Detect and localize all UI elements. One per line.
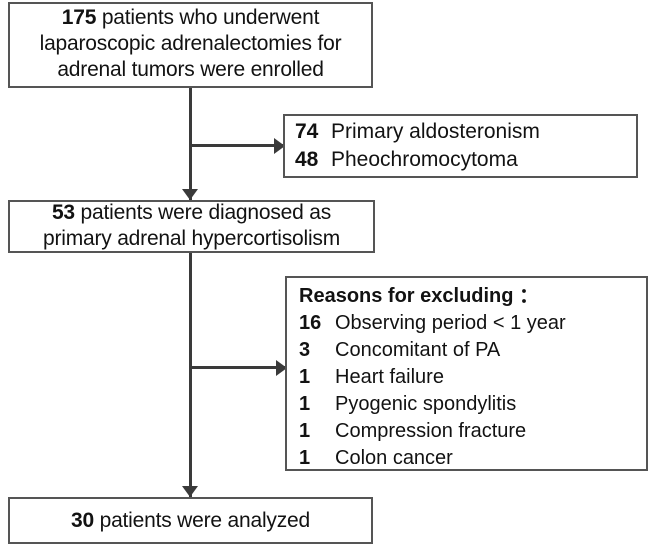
diagnosed-count: 53: [51, 201, 75, 224]
exclusion-count: 1: [299, 420, 311, 442]
connector-branch-other-diagnoses: [189, 144, 285, 147]
diagnosed-line-2: primary adrenal hypercortisolism: [42, 227, 341, 250]
enrolled-box: 175 patients who underwent laparoscopic …: [8, 2, 373, 88]
exclusion-reasons-header: Reasons for excluding ：: [299, 285, 540, 307]
arrow-down-icon-to-analyzed: [182, 486, 198, 497]
arrow-down-icon-to-diagnosed: [182, 189, 198, 200]
enrolled-line-1: 175 patients who underwent: [16, 5, 365, 31]
exclusion-label: Heart failure: [335, 366, 444, 388]
enrolled-count: 175: [61, 6, 97, 29]
arrow-right-icon-to-exclusion-reasons: [276, 360, 287, 376]
exclusion-label: Observing period < 1 year: [335, 312, 566, 334]
exclusion-row: 3 Concomitant of PA: [299, 337, 640, 364]
diagnosed-text-1: patients were diagnosed as: [74, 201, 332, 224]
exclusion-count: 3: [299, 339, 311, 361]
other-diagnoses-label: Primary aldosteronism: [331, 120, 540, 143]
exclusion-count: 1: [299, 366, 311, 388]
other-diagnoses-count: 48: [295, 148, 319, 171]
exclusion-count: 16: [299, 312, 322, 334]
exclusion-label: Concomitant of PA: [335, 339, 501, 361]
analyzed-text-1: patients were analyzed: [93, 508, 311, 532]
other-diagnoses-box: 74 Primary aldosteronism 48 Pheochromocy…: [283, 114, 638, 178]
exclusion-row: 16 Observing period < 1 year: [299, 310, 640, 337]
enrolled-text-1: patients who underwent: [96, 6, 320, 29]
analyzed-line-1: 30 patients were analyzed: [16, 508, 365, 534]
diagnosed-line-1: 53 patients were diagnosed as: [16, 200, 367, 226]
analyzed-box: 30 patients were analyzed: [8, 497, 373, 544]
arrow-right-icon-to-other-diagnoses: [274, 138, 285, 154]
other-diagnoses-label: Pheochromocytoma: [331, 148, 518, 171]
connector-diagnosed-trunk: [189, 253, 192, 497]
connector-branch-exclusion: [189, 366, 287, 369]
exclusion-count: 1: [299, 447, 311, 469]
enrolled-line-3: adrenal tumors were enrolled: [57, 58, 324, 81]
diagnosed-box: 53 patients were diagnosed as primary ad…: [8, 200, 375, 253]
exclusion-row: 1 Compression fracture: [299, 418, 640, 445]
exclusion-row: 1 Heart failure: [299, 364, 640, 391]
other-diagnoses-row: 74 Primary aldosteronism: [295, 118, 630, 146]
exclusion-row: 1 Pyogenic spondylitis: [299, 391, 640, 418]
exclusion-label: Pyogenic spondylitis: [335, 393, 517, 415]
exclusion-reasons-box: Reasons for excluding ： 16 Observing per…: [285, 276, 648, 471]
exclusion-label: Compression fracture: [335, 420, 527, 442]
other-diagnoses-row: 48 Pheochromocytoma: [295, 146, 630, 174]
exclusion-count: 1: [299, 393, 311, 415]
enrolled-line-2: laparoscopic adrenalectomies for: [39, 32, 342, 55]
exclusion-row: 1 Colon cancer: [299, 445, 640, 472]
analyzed-count: 30: [70, 508, 94, 532]
exclusion-label: Colon cancer: [335, 447, 453, 469]
other-diagnoses-count: 74: [295, 120, 319, 143]
